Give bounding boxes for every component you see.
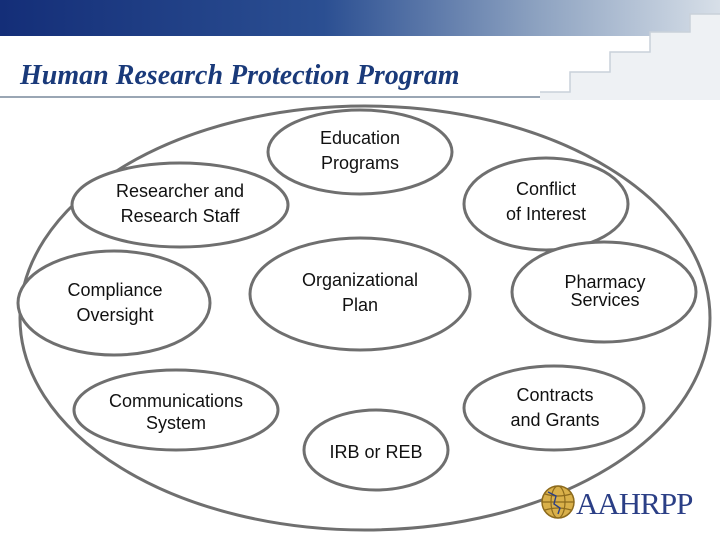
logo-text: AAHRPP [576,486,693,521]
node-label-conflict: Conflict of Interest [505,179,587,225]
node-ellipse-communications [72,368,280,452]
node-label-education: Education Programs [319,128,401,174]
node-label-pharmacy: Pharmacy Services [564,272,646,310]
node-label-irb: IRB or REB [329,442,423,462]
node-ellipse-irb [302,408,450,492]
outer-ellipse [18,104,712,532]
node-label-researcher: Researcher and Research Staff [115,181,245,227]
hrpp-diagram [16,104,712,532]
node-label-organizational: Organizational Plan [301,270,419,316]
page-title: Human Research Protection Program [20,60,460,91]
node-ellipse-researcher [70,161,290,249]
decorative-stairs [540,13,720,100]
node-ellipse-organizational [248,236,472,352]
node-ellipse-pharmacy [510,240,698,344]
node-label-contracts: Contracts and Grants [510,385,600,431]
globe-icon [541,485,575,519]
node-ellipse-education [266,108,454,196]
top-banner [0,0,720,36]
node-ellipse-conflict [462,156,630,252]
aahrpp-logo [541,485,575,519]
node-label-compliance: Compliance Oversight [67,280,163,326]
title-divider [0,96,540,98]
node-ellipse-compliance [16,249,212,357]
node-label-communications: Communications System [108,391,244,433]
node-ellipse-contracts [462,364,646,452]
